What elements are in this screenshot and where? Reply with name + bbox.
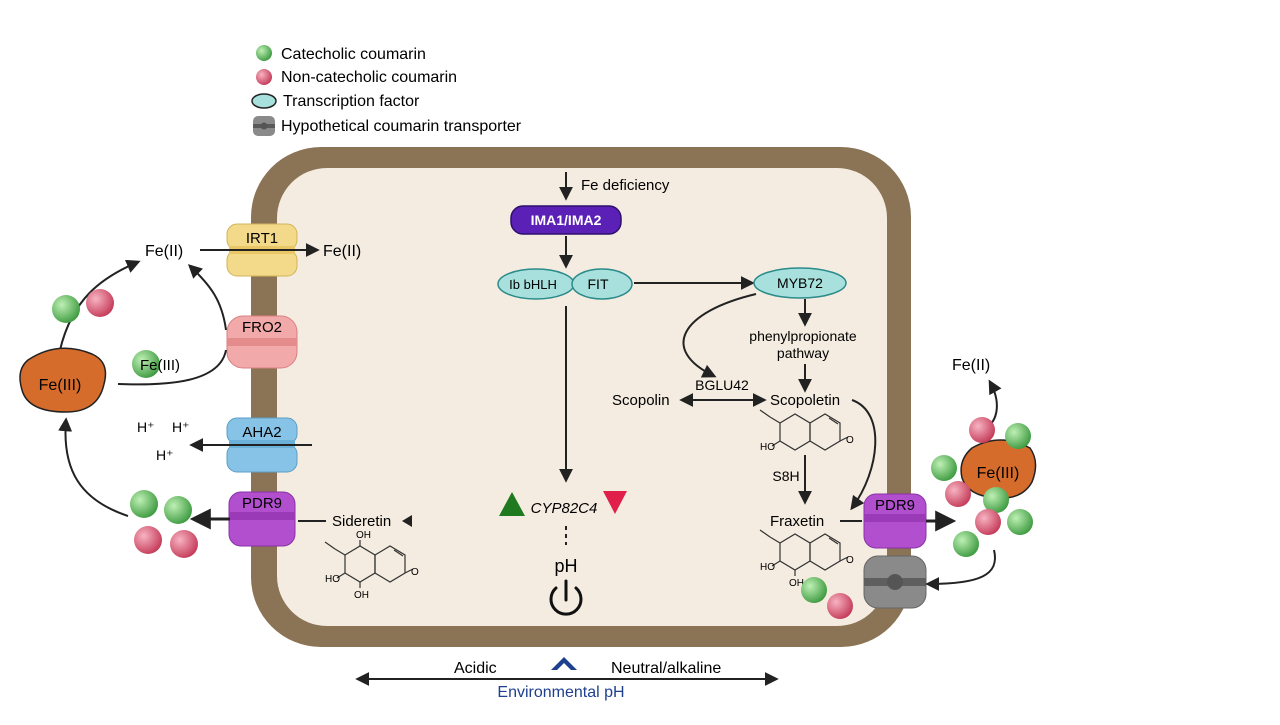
transporter-import-arrow [925,549,997,591]
fe2-inside-label: Fe(II) [323,243,361,260]
catecholic-legend-icon [256,45,272,61]
legend: Catecholic coumarin Non-catecholic couma… [251,45,522,136]
cyp82c4-label: CYP82C4 [531,500,598,517]
scopoletin-ho-label: HO [760,442,775,453]
bglu42-label: BGLU42 [695,377,749,393]
fe3-bound-label: Fe(III) [140,357,180,374]
downregulation-triangle-icon [603,491,627,514]
fraxetin-oh-label: OH [789,578,804,589]
legend-transporter-label: Hypothetical coumarin transporter [281,118,522,135]
bhlh-label: Ib bHLH [509,277,557,292]
ima1-ima2-node: IMA1/IMA2 [510,205,622,235]
sideretin-oh-top-label: OH [356,530,371,541]
non-catecholic-coumarin-icon [134,526,162,554]
ph-label: pH [554,556,577,576]
scopoletin-o-label: O [846,435,854,446]
legend-tf-label: Transcription factor [283,93,420,110]
upregulation-triangle-icon [499,492,525,516]
bhlh-fit-complex: Ib bHLH FIT [497,268,633,300]
fraxetin-ho-label: HO [760,562,775,573]
sideretin-structure [324,540,414,588]
legend-non-catecholic-label: Non-catecholic coumarin [281,69,457,86]
non-catecholic-coumarin-icon [969,417,995,443]
scopoletin-structure [759,409,849,451]
pdr9-right-transporter: PDR9 [863,493,927,549]
scopoletin-to-pdr9-arrow [850,399,877,511]
hypothetical-transporter [863,555,927,609]
myb72-node: MYB72 [753,267,847,299]
pathway-label: pathway [777,345,829,361]
irt1-label: IRT1 [246,230,278,247]
neutral-alkaline-label: Neutral/alkaline [611,660,721,677]
fe3-left-complex: Fe(III) [19,347,107,413]
power-icon [549,579,583,616]
transporter-legend-icon [253,116,275,136]
non-catecholic-coumarin-icon [975,509,1001,535]
chevron-up-icon [551,657,577,670]
fro2-label: FRO2 [242,319,282,336]
catecholic-coumarin-icon [931,455,957,481]
transcription-factor-legend-icon [251,93,277,109]
fraxetin-o-label: O [846,555,854,566]
catecholic-coumarin-icon [953,531,979,557]
catecholic-coumarin-icon [1007,509,1033,535]
phenylpropionate-label: phenylpropionate [749,328,857,344]
legend-catecholic-label: Catecholic coumarin [281,46,426,63]
sideretin-o-label: O [411,567,419,578]
non-catecholic-coumarin-icon [170,530,198,558]
catecholic-coumarin-icon [1005,423,1031,449]
fraxetin-label: Fraxetin [770,513,824,530]
catecholic-coumarin-icon [164,496,192,524]
catecholic-coumarin-icon [983,487,1009,513]
catecholic-coumarin-icon [132,350,160,378]
fe3-to-fe2-arrow [59,259,141,351]
pdr9-left-transporter: PDR9 [228,491,296,547]
fe3-right-label: Fe(III) [977,465,1020,482]
fro2-reduction-arrow [187,264,227,331]
s8h-label: S8H [772,468,799,484]
proton-label-2: H⁺ [172,419,190,435]
proton-label-1: H⁺ [137,419,155,435]
fe3-to-fro2-line [117,349,227,386]
non-catecholic-legend-icon [256,69,272,85]
catecholic-coumarin-icon [52,295,80,323]
fro2-enzyme: FRO2 [226,315,298,369]
pdr9-left-label: PDR9 [242,495,282,512]
sideretin-oh-bottom-label: OH [354,590,369,601]
proton-label-3: H⁺ [156,447,174,463]
fraxetin-structure [759,529,849,576]
acidic-label: Acidic [454,660,497,677]
fit-label: FIT [588,276,609,292]
fe2-right-label: Fe(II) [952,357,990,374]
myb72-to-bglu42-arrow [682,293,757,378]
fe3-left-label: Fe(III) [39,377,82,394]
fit-node [571,268,633,300]
sideretin-ho-label: HO [325,574,340,585]
myb72-label: MYB72 [777,275,823,291]
ima-label: IMA1/IMA2 [531,212,602,228]
fe2-outside-label: Fe(II) [145,243,183,260]
aha2-label: AHA2 [242,424,281,441]
scopoletin-label: Scopoletin [770,392,840,409]
scopolin-label: Scopolin [612,392,670,409]
coumarins-to-fe3-arrow [58,417,129,517]
irt1-transporter: IRT1 [226,223,298,277]
non-catecholic-coumarin-icon [827,593,853,619]
fe-deficiency-label: Fe deficiency [581,177,670,194]
non-catecholic-coumarin-icon [86,289,114,317]
sideretin-label: Sideretin [332,513,391,530]
catecholic-coumarin-icon [801,577,827,603]
non-catecholic-coumarin-icon [945,481,971,507]
pdr9-right-label: PDR9 [875,497,915,514]
sideretin-arrowhead [402,515,412,527]
catecholic-coumarin-icon [130,490,158,518]
environmental-ph-title: Environmental pH [497,684,624,701]
